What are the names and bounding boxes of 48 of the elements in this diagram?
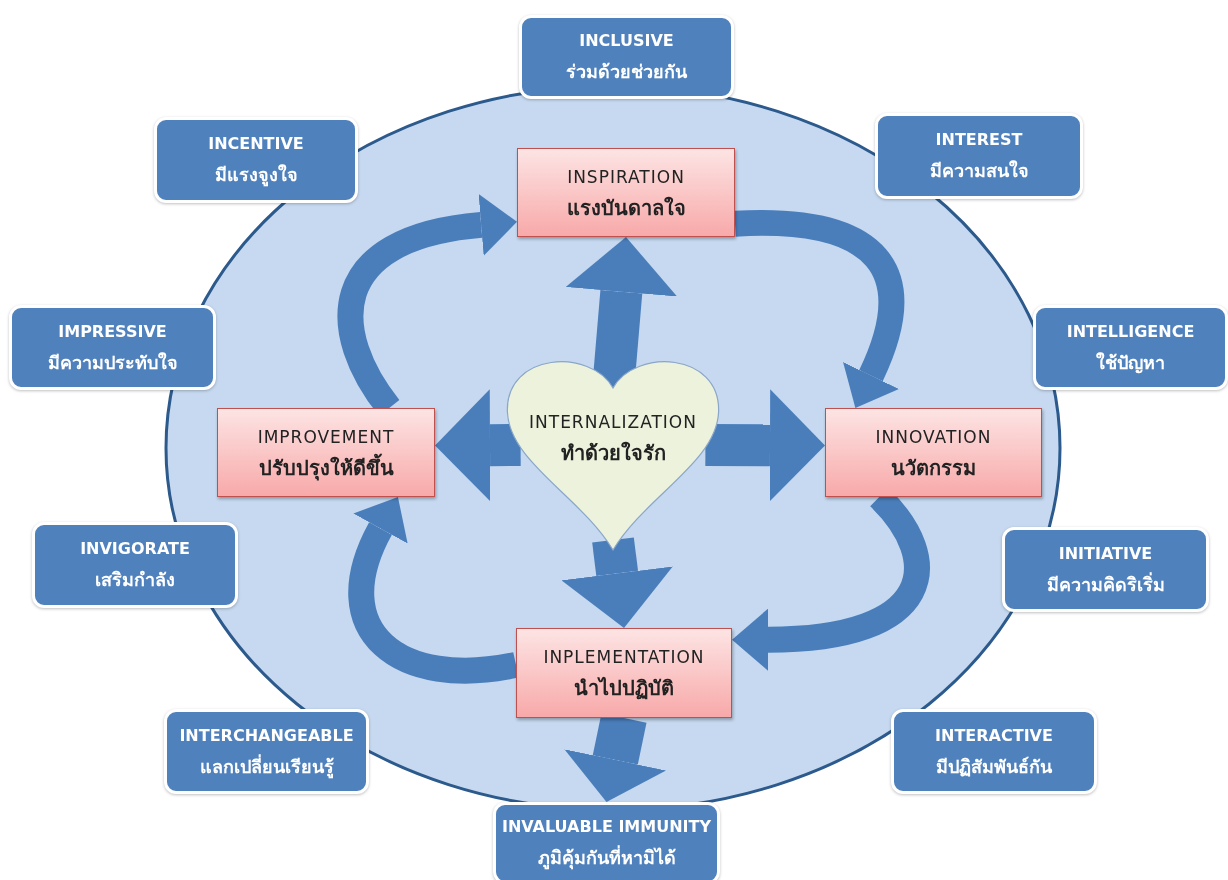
subtitle-text: ทำด้วยใจรัก bbox=[560, 441, 666, 465]
subtitle-text: ร่วมด้วยช่วยกัน bbox=[566, 60, 687, 84]
label-box bbox=[154, 117, 358, 203]
heading-text: IMPROVEMENT bbox=[257, 426, 395, 447]
heading-text: INVIGORATE bbox=[80, 539, 190, 559]
subtitle-text: มีความคิดริเริ่ม bbox=[1046, 572, 1165, 597]
label-box bbox=[1033, 305, 1228, 390]
heading-text: INTERNALIZATION bbox=[529, 412, 697, 432]
heading-text: IMPRESSIVE bbox=[58, 321, 167, 342]
subtitle-text: ภูมิคุ้มกันที่หามิได้ bbox=[537, 846, 676, 870]
heading-text: INSPIRATION bbox=[567, 166, 685, 187]
process-box bbox=[217, 408, 435, 497]
subtitle-text: เสริมกำลัง bbox=[95, 568, 175, 592]
heading-text: INITIATIVE bbox=[1058, 543, 1153, 564]
arrow bbox=[705, 389, 825, 502]
arrow bbox=[435, 389, 521, 502]
process-box bbox=[516, 628, 732, 718]
process-box bbox=[517, 148, 735, 237]
heading-text: INTELLIGENCE bbox=[1066, 321, 1195, 342]
subtitle-text: แลกเปลี่ยนเรียนรู้ bbox=[199, 754, 334, 779]
subtitle-text: ปรับปรุงให้ดีขึ้น bbox=[258, 455, 394, 480]
subtitle-text: มีความสนใจ bbox=[929, 159, 1029, 183]
label-box bbox=[1002, 527, 1209, 612]
label-box bbox=[9, 305, 216, 390]
arrow bbox=[734, 210, 905, 409]
heading-text: INNOVATION bbox=[875, 426, 992, 447]
heading-text: INTEREST bbox=[935, 130, 1023, 150]
label-box bbox=[519, 15, 734, 99]
heading-text: INTERACTIVE bbox=[935, 725, 1053, 746]
subtitle-text: ใช้ปัญหา bbox=[1096, 350, 1165, 375]
subtitle-text: นำไปปฏิบัติ bbox=[574, 676, 674, 700]
subtitle-text: มีความประทับใจ bbox=[47, 350, 178, 375]
subtitle-text: นวัตกรรม bbox=[891, 455, 976, 480]
label-box bbox=[32, 522, 238, 608]
label-box bbox=[164, 709, 369, 794]
subtitle-text: แรงบันดาลใจ bbox=[566, 195, 686, 220]
heading-text: INCLUSIVE bbox=[579, 31, 674, 51]
arrow bbox=[561, 537, 673, 628]
label-box bbox=[891, 709, 1097, 794]
label-box bbox=[875, 113, 1083, 199]
subtitle-text: มีแรงจูงใจ bbox=[214, 163, 298, 187]
subtitle-text: มีปฏิสัมพันธ์กัน bbox=[936, 754, 1052, 779]
label-box bbox=[493, 802, 720, 880]
heading-text: INPLEMENTATION bbox=[543, 647, 705, 667]
process-box bbox=[825, 408, 1042, 497]
heading-text: INTERCHANGEABLE bbox=[179, 725, 354, 746]
heading-text: INCENTIVE bbox=[208, 134, 304, 154]
heading-text: INVALUABLE IMMUNITY bbox=[501, 817, 712, 837]
